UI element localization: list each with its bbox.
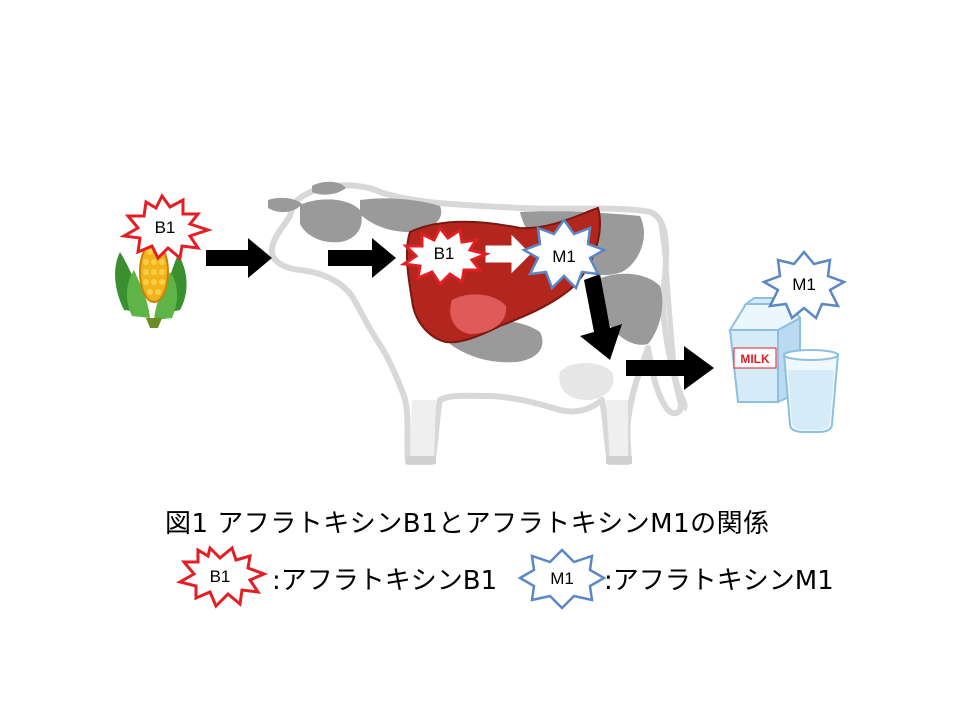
- b1-label-liver: B1: [434, 244, 455, 263]
- arrow-udder-to-milk: [626, 346, 714, 390]
- legend-m1-label: M1: [550, 569, 574, 588]
- arrow-b1-to-m1: [485, 234, 531, 274]
- m1-label-liver: M1: [552, 247, 576, 266]
- arrow-mouth-to-liver: [328, 238, 396, 278]
- m1-star-badge-liver: M1: [521, 217, 607, 291]
- arrow-liver-to-udder: [580, 274, 622, 360]
- arrow-corn-to-cow: [206, 238, 272, 278]
- milk-glass-icon: [782, 349, 840, 433]
- figure-caption: 図1 アフラトキシンB1とアフラトキシンM1の関係: [165, 509, 770, 539]
- legend-b1-label: B1: [210, 567, 231, 586]
- milk-carton-label: MILK: [740, 352, 770, 366]
- legend-m1-description: :アフラトキシンM1: [604, 566, 834, 596]
- b1-burst-badge-corn: B1: [119, 193, 213, 261]
- legend-m1-badge: M1: [517, 548, 607, 610]
- m1-star-badge-milk: M1: [761, 250, 847, 321]
- b1-burst-badge-liver: B1: [399, 225, 491, 287]
- m1-label-milk: M1: [792, 275, 816, 294]
- b1-label-corn: B1: [155, 218, 176, 237]
- flow-arrows: [206, 238, 714, 390]
- legend-b1-description: :アフラトキシンB1: [272, 566, 498, 596]
- legend-b1-badge: B1: [176, 545, 269, 609]
